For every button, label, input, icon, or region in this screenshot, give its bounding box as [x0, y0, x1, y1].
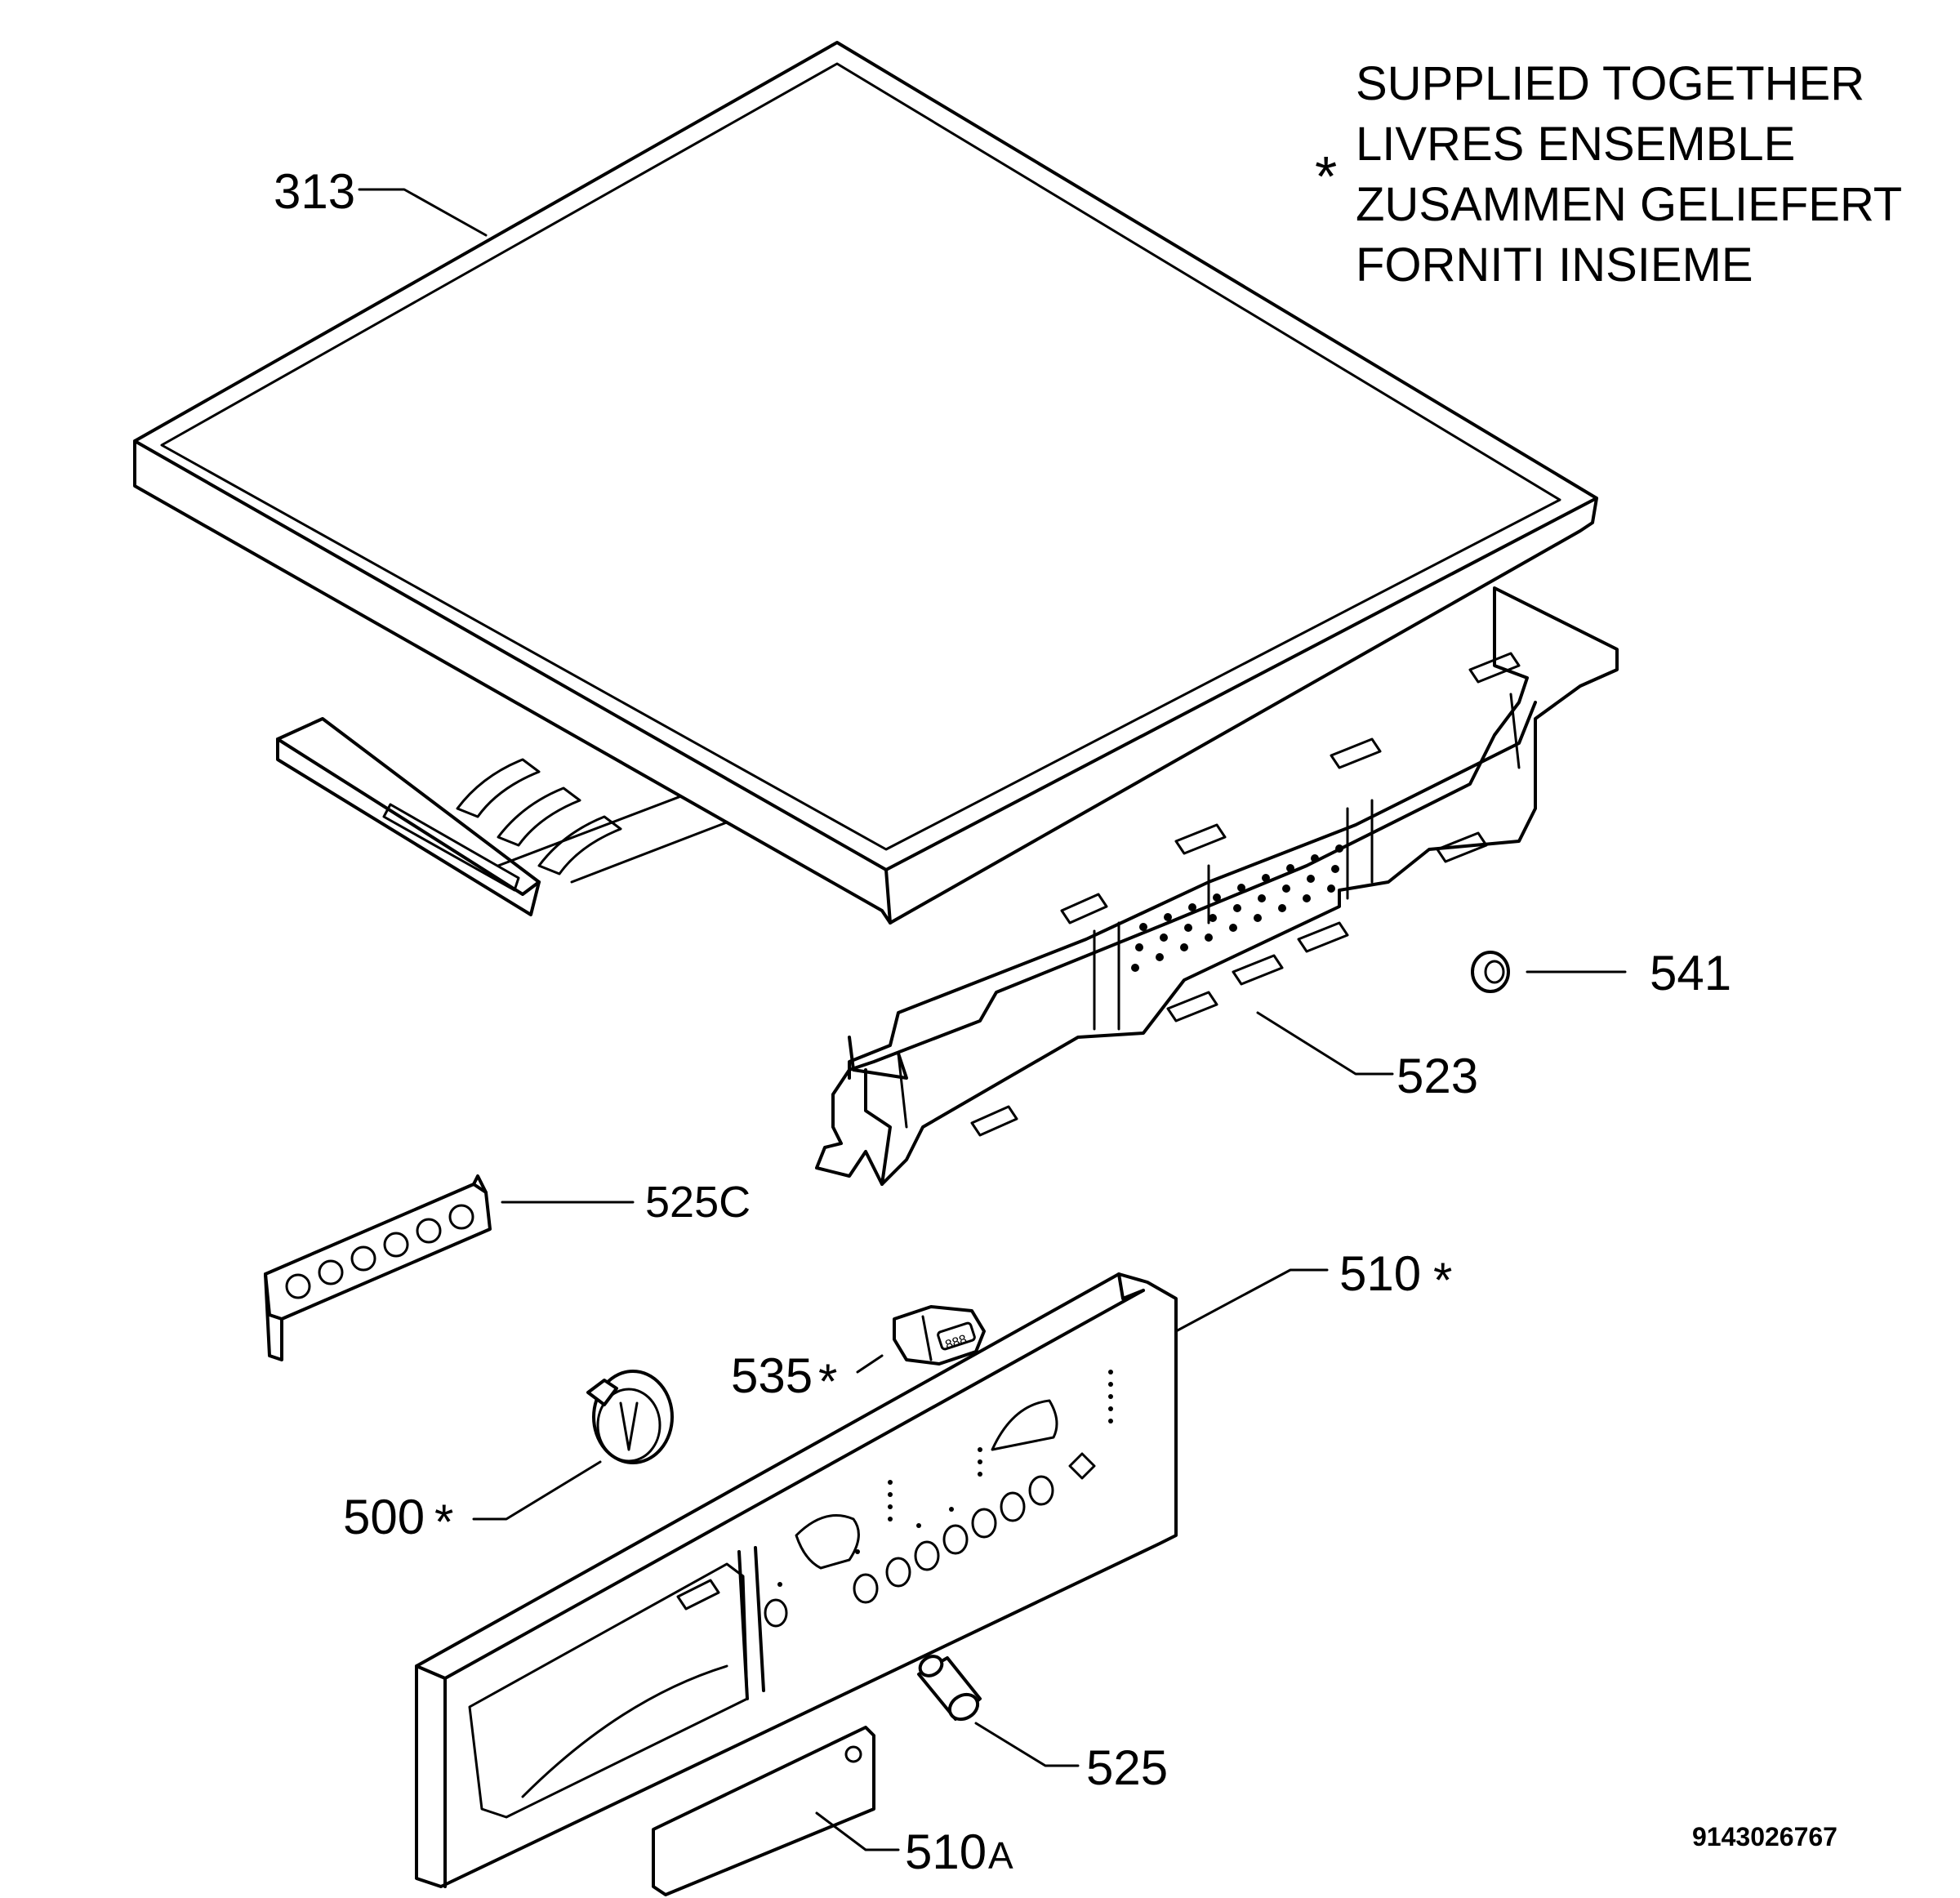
part-510a-flap: [652, 1726, 875, 1896]
legend-line-en: SUPPLIED TOGETHER: [1356, 57, 1864, 110]
frame-body: [815, 586, 1619, 1186]
leader-525: [974, 1722, 1080, 1767]
leader-510: [1174, 1268, 1329, 1333]
indicator-dots: [777, 1370, 1113, 1587]
dial-recess: [795, 1514, 860, 1570]
leader-313: [358, 188, 488, 237]
leader-510a: [815, 1811, 900, 1851]
document-number: 9143026767: [1692, 1822, 1838, 1851]
label-510a: 510: [905, 1824, 987, 1879]
label-313: 313: [274, 164, 355, 219]
label-523: 523: [1396, 1049, 1478, 1103]
leader-500: [472, 1460, 602, 1521]
part-535-display-module: 888: [893, 1305, 986, 1366]
legend-line-it: FORNITI INSIEME: [1356, 238, 1753, 292]
part-525c-light-guide: [264, 1174, 492, 1361]
fascia-body: [415, 1272, 1178, 1888]
label-535-star: *: [818, 1354, 837, 1409]
legend: * SUPPLIED TOGETHER LIVRES ENSEMBLE ZUSA…: [1315, 57, 1902, 292]
legend-line-de: ZUSAMMEN GELIEFERT: [1356, 178, 1902, 231]
label-510: 510: [1339, 1246, 1421, 1301]
control-buttons: [764, 1475, 1054, 1628]
part-525-push-rod: [917, 1655, 982, 1722]
leader-lines: [358, 188, 1627, 1851]
label-500: 500: [343, 1490, 425, 1544]
label-510-star: *: [1433, 1253, 1452, 1308]
fascia-display-window: [991, 1399, 1058, 1451]
part-510-control-panel: [415, 1272, 1178, 1888]
part-541-grommet: [1471, 951, 1510, 993]
start-button-diamond: [1068, 1452, 1096, 1480]
part-313-top-cover: [133, 41, 1598, 1080]
part-500-program-knob: [586, 1370, 674, 1464]
label-541: 541: [1650, 946, 1731, 1000]
label-525c: 525C: [645, 1178, 751, 1227]
label-525: 525: [1086, 1740, 1168, 1795]
legend-line-fr: LIVRES ENSEMBLE: [1356, 118, 1795, 171]
callout-labels: 313 541 523 525C 510 * 535 * 500 * 525 5…: [274, 164, 1838, 1879]
leader-535: [856, 1354, 884, 1374]
leader-523: [1256, 1011, 1394, 1076]
part-523-top-panel-frame: [276, 586, 1619, 1186]
label-500-star: *: [434, 1495, 453, 1549]
label-535: 535: [731, 1348, 813, 1403]
legend-asterisk: *: [1315, 145, 1337, 208]
cover-inner-panel: [160, 62, 1561, 851]
cover-outer: [133, 41, 1598, 924]
label-510a-suffix: A: [988, 1834, 1013, 1877]
vent-holes: [1131, 844, 1343, 972]
